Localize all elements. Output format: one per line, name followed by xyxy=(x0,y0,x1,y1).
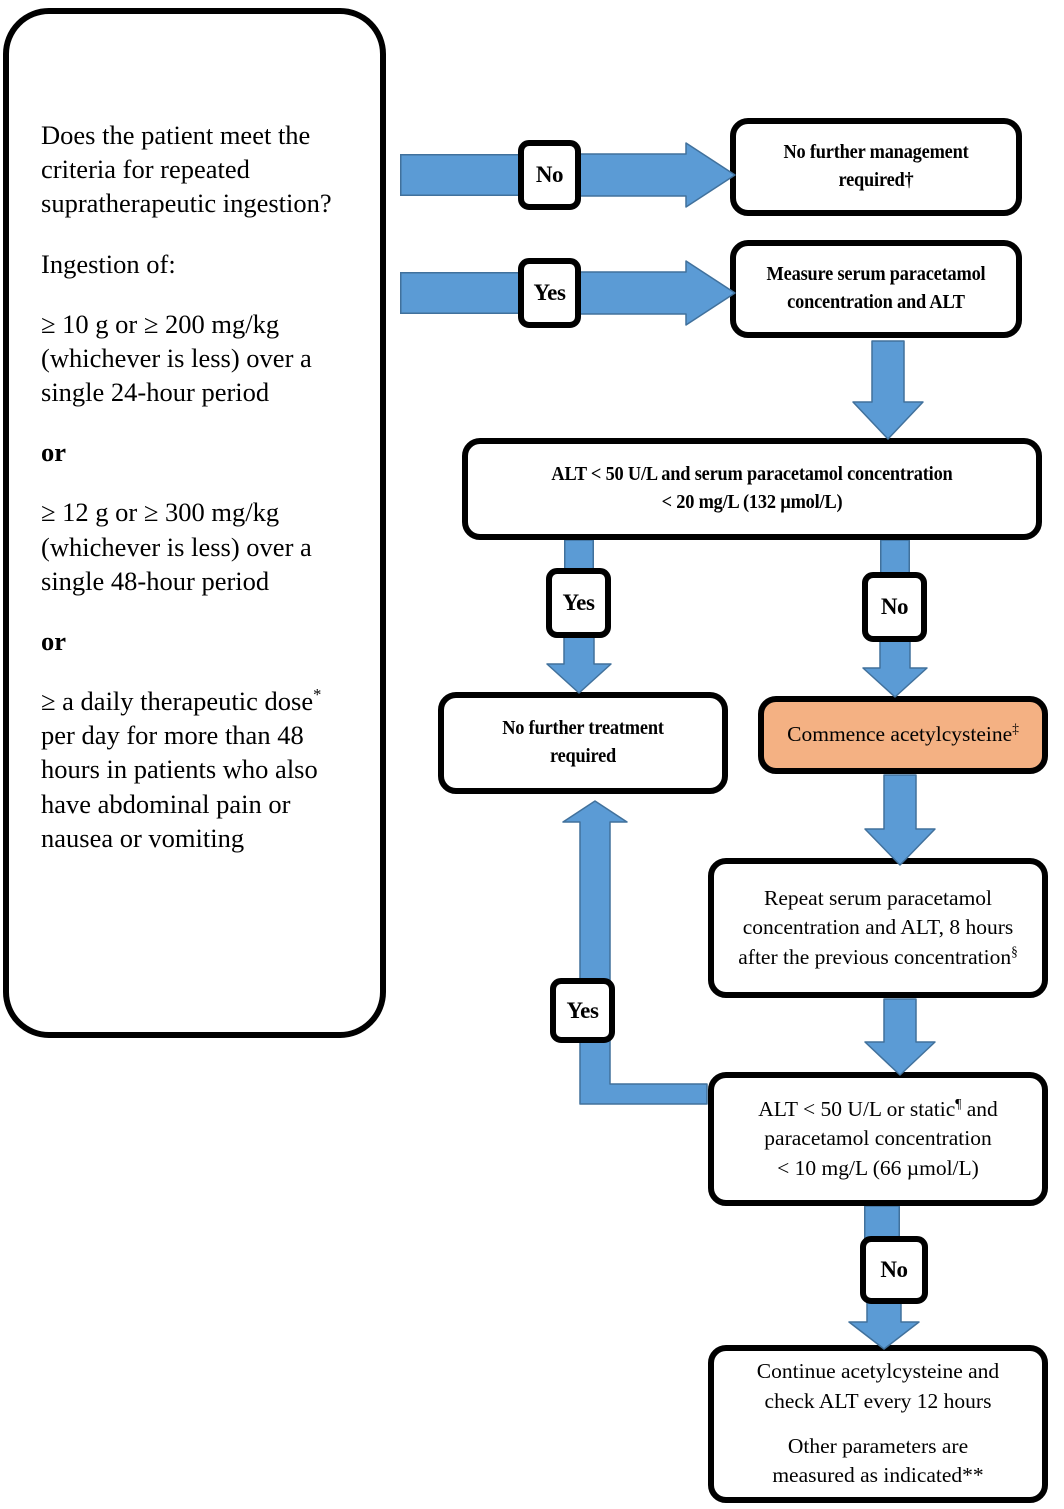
footnote-marker-dagger: † xyxy=(904,170,914,191)
node-decision-alt-50: ALT < 50 U/L and serum paracetamol conce… xyxy=(462,438,1042,540)
arrow-no-to-no-management xyxy=(578,142,736,208)
node-commence-acetylcysteine-line1: Commence acetylcysteine xyxy=(787,722,1013,747)
criteria-text: Does the patient meet the criteria for r… xyxy=(41,118,361,855)
criteria-or-2: or xyxy=(41,625,67,656)
node-no-further-treatment-line2: required xyxy=(549,746,617,767)
footnote-marker-double-dagger: ‡ xyxy=(1012,721,1019,737)
criteria-question: Does the patient meet the criteria for r… xyxy=(41,120,332,219)
node-decision-alt-static-line2: paracetamol concentration xyxy=(764,1126,992,1151)
label-yes-loop: Yes xyxy=(550,978,615,1043)
arrow-repeat-to-decision2 xyxy=(864,998,936,1076)
criteria-item-1: ≥ 10 g or ≥ 200 mg/kg (whichever is less… xyxy=(41,308,312,408)
label-no-3: No xyxy=(860,1236,928,1304)
node-repeat-serum: Repeat serum paracetamol concentration a… xyxy=(708,858,1048,998)
criteria-item-3-part1: ≥ a daily therapeutic dose xyxy=(41,686,314,717)
node-no-further-treatment-line1: No further treatment xyxy=(502,718,664,740)
node-no-further-treatment: No further treatment required xyxy=(438,692,728,794)
node-decision-alt-static: ALT < 50 U/L or static¶ and paracetamol … xyxy=(708,1072,1048,1206)
footnote-marker-section: § xyxy=(1011,943,1018,959)
arrow-no-to-continue xyxy=(848,1298,920,1350)
arrow-yes-to-measure-serum xyxy=(578,260,736,326)
node-decision-alt-50-line2: < 20 mg/L (132 µmol/L) xyxy=(661,492,843,513)
node-repeat-serum-line3: after the previous concentration xyxy=(738,944,1012,969)
node-commence-acetylcysteine: Commence acetylcysteine‡ xyxy=(758,696,1048,774)
node-measure-serum-line1: Measure serum paracetamol xyxy=(766,264,986,286)
criteria-or-1: or xyxy=(41,437,67,468)
label-yes-1: Yes xyxy=(518,258,581,328)
arrow-loop-yes-to-no-treatment xyxy=(546,800,708,1105)
arrow-stub-no-1 xyxy=(400,154,520,196)
node-no-further-management-line1: No further management xyxy=(783,142,969,164)
label-no-1: No xyxy=(518,140,581,210)
label-yes-2: Yes xyxy=(546,568,611,638)
node-decision-alt-50-line1: ALT < 50 U/L and serum paracetamol conce… xyxy=(551,464,953,486)
node-no-further-management: No further management required† xyxy=(730,118,1022,216)
criteria-item-3: ≥ a daily therapeutic dose* per day for … xyxy=(41,684,361,855)
node-continue-acetylcysteine-line1: Continue acetylcysteine and xyxy=(756,1359,1000,1384)
arrow-commence-to-repeat xyxy=(864,774,936,866)
arrow-stub-yes-1 xyxy=(400,272,520,314)
paragraph-gap xyxy=(724,1416,1032,1432)
criteria-lead-in: Ingestion of: xyxy=(41,248,176,279)
node-no-further-management-line2: required xyxy=(838,170,905,191)
node-decision-alt-static-line1b: and xyxy=(961,1096,998,1121)
node-measure-serum: Measure serum paracetamol concentration … xyxy=(730,240,1022,338)
footnote-marker-pilcrow: ¶ xyxy=(955,1095,962,1111)
arrow-no-to-commence xyxy=(862,638,928,698)
node-measure-serum-line2: concentration and ALT xyxy=(787,292,965,313)
arrow-yes-to-no-treatment xyxy=(546,634,612,694)
node-continue-acetylcysteine-line4: measured as indicated** xyxy=(772,1463,984,1488)
label-no-2: No xyxy=(862,572,927,642)
node-decision-alt-static-line3: < 10 mg/L (66 µmol/L) xyxy=(777,1155,979,1180)
node-continue-acetylcysteine: Continue acetylcysteine and check ALT ev… xyxy=(708,1345,1048,1503)
node-continue-acetylcysteine-line2: check ALT every 12 hours xyxy=(764,1388,992,1413)
node-continue-acetylcysteine-line3: Other parameters are xyxy=(787,1434,969,1458)
criteria-item-2: ≥ 12 g or ≥ 300 mg/kg (whichever is less… xyxy=(41,497,312,596)
node-repeat-serum-line2: concentration and ALT, 8 hours xyxy=(742,915,1014,940)
node-decision-alt-static-line1a: ALT < 50 U/L or static xyxy=(758,1096,956,1121)
node-repeat-serum-line1: Repeat serum paracetamol xyxy=(763,885,993,910)
arrow-measure-to-decision xyxy=(852,340,924,440)
criteria-item-3-part2: per day for more than 48 hours in patien… xyxy=(41,720,318,853)
criteria-panel: Does the patient meet the criteria for r… xyxy=(3,8,386,1038)
footnote-marker-asterisk: * xyxy=(313,685,322,705)
